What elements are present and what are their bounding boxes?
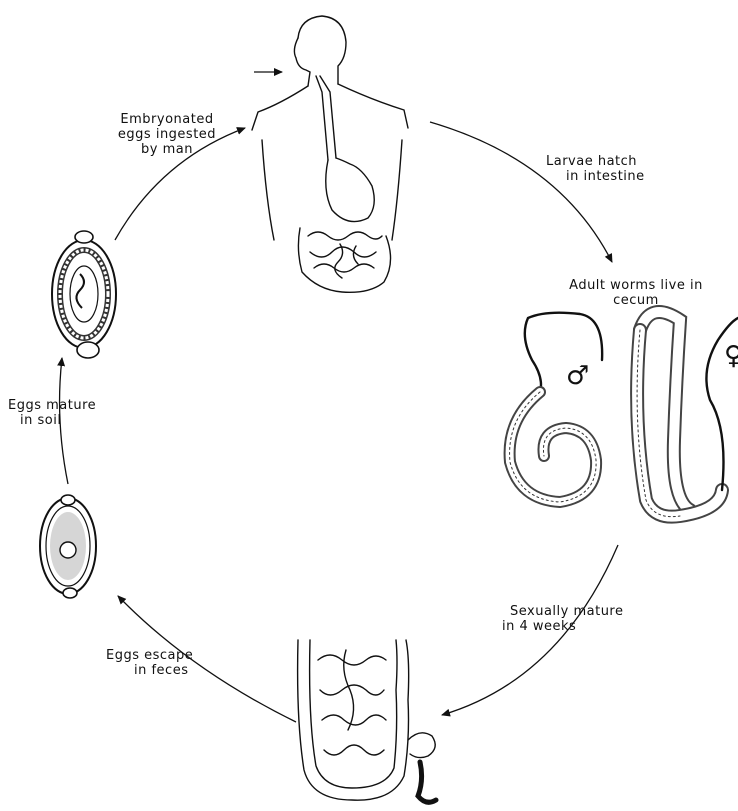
- label-adult-worms-live-in-cecum: Adult worms live in cecum: [556, 278, 716, 308]
- male-symbol: ♂: [566, 361, 589, 391]
- label-line: Larvae hatch: [546, 154, 645, 169]
- arrow-host-to-worms: [430, 122, 612, 262]
- label-line: cecum: [556, 293, 716, 308]
- label-line: in feces: [106, 663, 193, 678]
- label-line: Embryonated: [112, 112, 222, 127]
- label-line: in intestine: [546, 169, 645, 184]
- embryonated-egg-illustration: [52, 231, 116, 358]
- unembryonated-egg-illustration: [40, 495, 96, 598]
- adult-worms-illustration: [510, 312, 738, 517]
- label-larvae-hatch: Larvae hatch in intestine: [546, 154, 645, 184]
- large-intestine-illustration: [298, 640, 436, 802]
- label-line: Sexually mature: [510, 604, 624, 619]
- label-line: Adult worms live in: [556, 278, 716, 293]
- human-host-figure: [252, 16, 408, 292]
- label-eggs-escape-in-feces: Eggs escape in feces: [106, 648, 193, 678]
- label-eggs-mature-in-soil: Eggs mature in soil: [8, 398, 96, 428]
- label-line: eggs ingested: [112, 127, 222, 142]
- female-symbol: ♀: [724, 341, 738, 371]
- label-line: Eggs escape: [106, 648, 193, 663]
- label-sexually-mature: Sexually mature in 4 weeks: [510, 604, 624, 634]
- label-embryonated-eggs-ingested: Embryonated eggs ingested by man: [112, 112, 222, 157]
- label-line: in soil: [8, 413, 96, 428]
- label-line: in 4 weeks: [502, 619, 624, 634]
- label-line: Eggs mature: [8, 398, 96, 413]
- label-line: by man: [112, 142, 222, 157]
